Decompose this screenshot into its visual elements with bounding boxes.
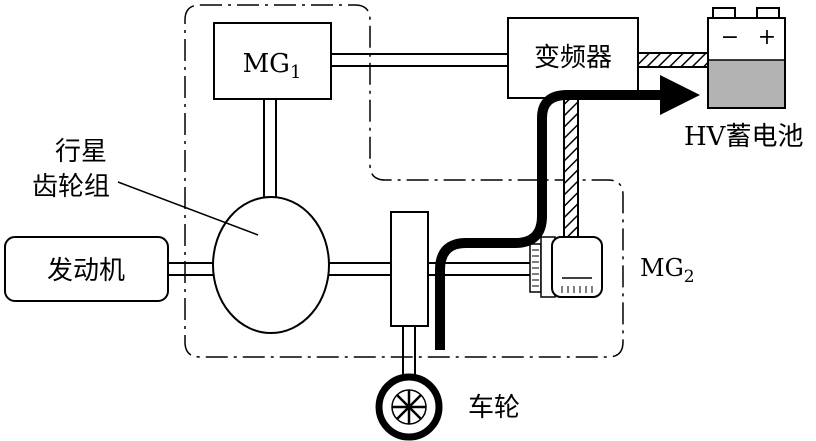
planetary-leader-line bbox=[117, 181, 259, 236]
planetary-label-line1: 行星 bbox=[55, 137, 107, 167]
battery-minus-sign: − bbox=[721, 25, 739, 50]
battery-fill bbox=[709, 60, 784, 107]
planetary-gear-shaft bbox=[329, 262, 391, 276]
engine-label: 发动机 bbox=[47, 256, 125, 286]
planetary-label-line2: 齿轮组 bbox=[32, 172, 110, 202]
wheel bbox=[375, 373, 443, 441]
mg1-inverter-link bbox=[331, 53, 508, 67]
planetary-gear-set bbox=[212, 196, 330, 334]
energy-flow-arrow bbox=[435, 75, 700, 350]
mg1-label: MG1 bbox=[243, 49, 302, 83]
gear-wheel-shaft bbox=[402, 326, 416, 376]
mg2-body bbox=[551, 236, 603, 298]
engine-box bbox=[4, 236, 169, 302]
mg1-planetary-shaft bbox=[263, 99, 277, 200]
mg2-label: MG2 bbox=[640, 254, 695, 287]
battery-terminal-positive bbox=[756, 7, 780, 19]
inverter-battery-link bbox=[637, 52, 709, 68]
mg1-box bbox=[213, 22, 332, 100]
system-boundary bbox=[184, 4, 624, 358]
battery-terminal-negative bbox=[712, 7, 736, 19]
mg2-motor bbox=[529, 236, 603, 298]
battery-plus-sign: + bbox=[758, 25, 776, 50]
battery-label: HV蓄电池 bbox=[684, 122, 803, 152]
wheel-label: 车轮 bbox=[468, 393, 520, 423]
hv-battery: − + bbox=[707, 7, 786, 109]
engine-planetary-shaft bbox=[168, 262, 216, 276]
inverter-label: 变频器 bbox=[534, 43, 612, 73]
reduction-gear bbox=[390, 211, 429, 327]
inverter-mg2-link bbox=[563, 96, 579, 238]
